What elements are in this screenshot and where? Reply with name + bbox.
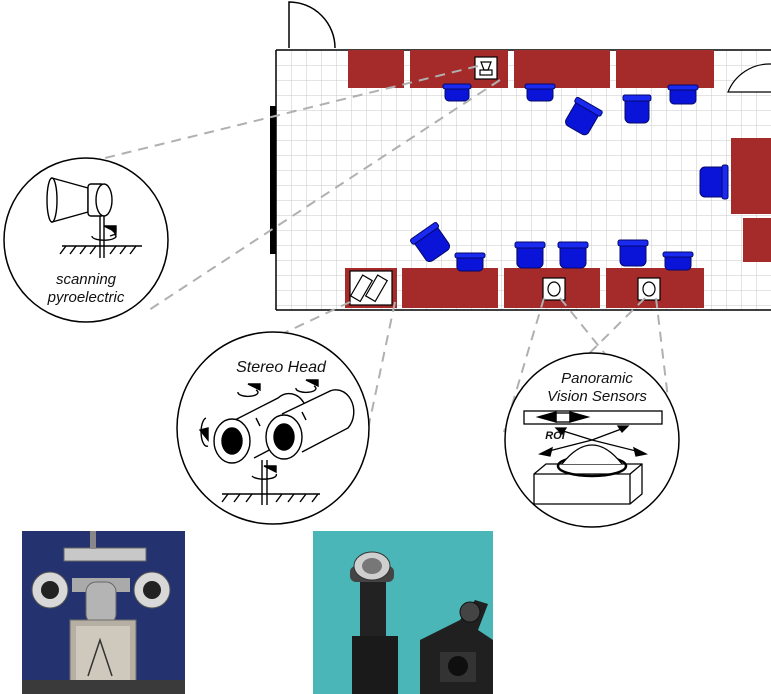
pano-label-line2: Vision Sensors [547, 388, 647, 405]
chair [442, 83, 472, 102]
chair [524, 83, 556, 102]
desk [731, 138, 771, 214]
desk [402, 268, 498, 308]
roi-label: ROI [545, 430, 566, 442]
chair [622, 94, 652, 124]
chair [514, 241, 546, 269]
pano-sensor-marker [637, 277, 661, 301]
chair [667, 84, 699, 105]
callout-stereo-head: Stereo Head [176, 331, 370, 525]
photo-stereo-head [22, 531, 185, 694]
scanning-pyroelectric-sensor-icon [46, 177, 142, 258]
chair [454, 252, 486, 272]
pyro-label-line1: scanning [56, 271, 117, 288]
desk [514, 50, 610, 88]
callout-pyroelectric: scanning pyroelectric [3, 157, 169, 323]
stereo-label: Stereo Head [236, 359, 327, 376]
desk [348, 50, 404, 88]
stereo-head-marker [349, 270, 393, 306]
chair [557, 241, 589, 269]
chair [410, 222, 451, 263]
pano-label-line1: Panoramic [561, 370, 633, 387]
pyro-sensor-marker [474, 56, 498, 80]
desk [616, 50, 714, 88]
photo-panoramic-camera [313, 531, 493, 694]
chair [565, 96, 603, 136]
chairs [410, 83, 729, 272]
desk [743, 218, 771, 262]
callout-panoramic: Panoramic Vision Sensors ROI [504, 352, 680, 528]
stereo-head-icon [198, 379, 355, 505]
pano-sensor-marker [542, 277, 566, 301]
desks [345, 50, 771, 308]
panoramic-sensor-icon [523, 410, 663, 505]
door-right [727, 63, 771, 93]
chair [662, 251, 694, 271]
door-top [288, 1, 336, 49]
pyro-label-line2: pyroelectric [47, 289, 125, 306]
whiteboard [270, 106, 276, 254]
chair [699, 164, 729, 200]
chair [617, 239, 649, 267]
